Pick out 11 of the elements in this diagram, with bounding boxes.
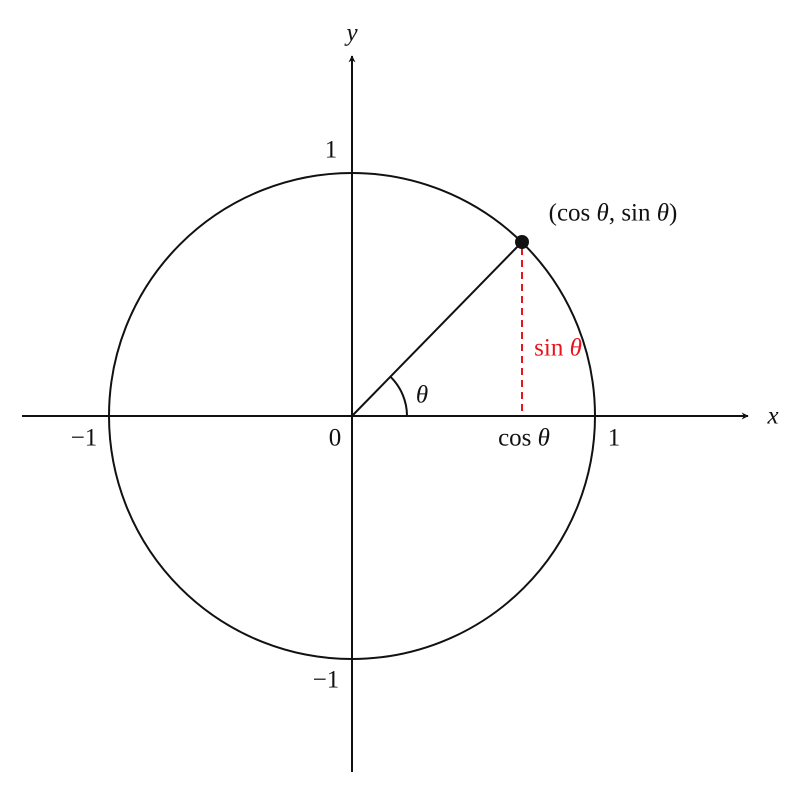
axis-label: y: [346, 19, 358, 47]
tick-label: 1: [608, 424, 620, 452]
tick-label: 0: [328, 424, 342, 452]
axis-label: x: [767, 402, 779, 430]
angle-label: θ: [416, 381, 428, 409]
segment-label: sin θ: [534, 334, 582, 362]
point-label: (cos θ, sin θ): [548, 199, 678, 227]
tick-label: 1: [324, 136, 338, 164]
tick-label: −1: [70, 424, 98, 452]
tick-label: cos θ: [498, 424, 550, 452]
tick-label: −1: [312, 666, 340, 694]
